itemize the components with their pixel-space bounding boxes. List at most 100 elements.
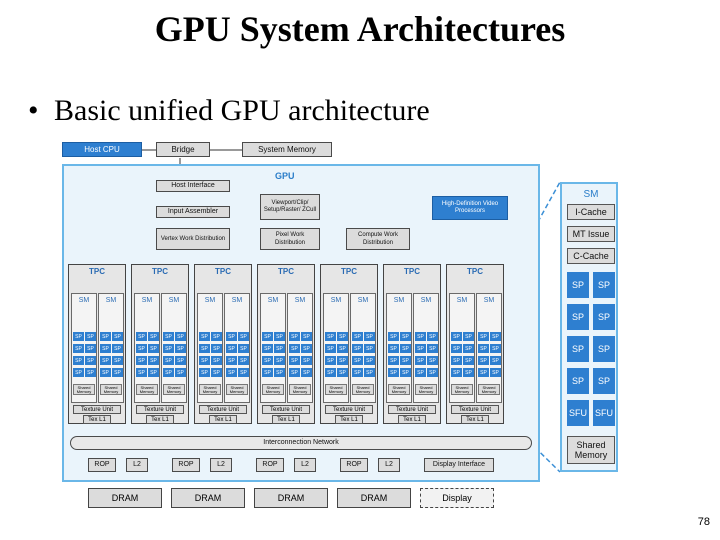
sm-detail-title: SM [583,188,599,200]
sp-core: SP [451,344,462,353]
sp-core: SP [148,344,159,353]
sp-core: SP [136,332,147,341]
sm-label: SM [330,296,342,304]
sp-core: SP [199,344,210,353]
sp-core: SP [112,368,123,377]
sp-core: SP [226,356,237,365]
sm-shared-memory: Shared Memory [325,384,347,395]
sp-core: SP [289,356,300,365]
sm-shared-memory: Shared Memory [451,384,473,395]
sm-label: SM [456,296,468,304]
sp-core: SP [325,356,336,365]
sm-label: SM [420,296,432,304]
sp-core: SP [301,332,312,341]
sp-core: SP [238,368,249,377]
sm-label: SM [204,296,216,304]
sp-core: SP [490,332,501,341]
sp-core: SP [301,356,312,365]
sp-core: SP [136,344,147,353]
mt-issue-box: MT Issue [567,226,615,242]
dram-box: DRAM [88,488,162,508]
rop-box: ROP [340,458,368,472]
sp-core: SP [325,332,336,341]
sm-label: SM [78,296,90,304]
sp-core: SP [226,344,237,353]
sp-core: SP [238,356,249,365]
sp-core: SP [427,356,438,365]
sp-core: SP [148,368,159,377]
sm-shared-memory: Shared Memory [262,384,284,395]
sm-detail-sp: SP [593,272,615,298]
display-interface-box: Display Interface [424,458,494,472]
sm-shared-memory: Shared Memory [163,384,185,395]
rop-box: ROP [172,458,200,472]
sp-core: SP [388,356,399,365]
sm-detail-sp: SP [567,272,589,298]
interconnection-network: Interconnection Network [70,436,532,450]
sp-core: SP [289,344,300,353]
hd-video-processors-box: High-Definition Video Processors [432,196,508,220]
sm-shared-memory: Shared Memory [136,384,158,395]
system-memory-box: System Memory [242,142,332,157]
sp-core: SP [112,332,123,341]
sp-core: SP [415,368,426,377]
sm-label: SM [294,296,306,304]
l2-box: L2 [378,458,400,472]
sp-core: SP [211,344,222,353]
vertex-work-distribution-box: Vertex Work Distribution [156,228,230,250]
tpc-label: TPC [215,266,231,276]
gpu-architecture-diagram: Host CPU Bridge System Memory GPU Host I… [60,138,618,520]
host-cpu-box: Host CPU [62,142,142,157]
sp-core: SP [73,344,84,353]
sp-core: SP [301,344,312,353]
texture-unit: Texture Unit [325,405,373,414]
sm-label: SM [168,296,180,304]
sp-core: SP [427,368,438,377]
tpc-label: TPC [278,266,294,276]
dram-box: DRAM [337,488,411,508]
sp-core: SP [199,356,210,365]
sp-core: SP [136,356,147,365]
sp-core: SP [211,356,222,365]
texture-unit: Texture Unit [73,405,121,414]
sp-core: SP [400,344,411,353]
sm-shared-memory: Shared Memory [100,384,122,395]
bullet-item: •Basic unified GPU architecture [28,94,430,128]
sm-detail-sfu: SFU [593,400,615,426]
sp-core: SP [451,332,462,341]
sp-core: SP [73,368,84,377]
sp-core: SP [73,356,84,365]
sp-core: SP [364,332,375,341]
sp-core: SP [100,356,111,365]
sp-core: SP [388,344,399,353]
sp-core: SP [163,356,174,365]
sm-label: SM [483,296,495,304]
sp-core: SP [148,356,159,365]
sp-core: SP [289,368,300,377]
sp-core: SP [352,332,363,341]
sm-label: SM [231,296,243,304]
bridge-box: Bridge [156,142,210,157]
sp-core: SP [400,332,411,341]
sp-core: SP [289,332,300,341]
sm-detail-sp: SP [593,368,615,394]
sp-core: SP [175,368,186,377]
sm-shared-memory: Shared Memory [352,384,374,395]
slide-title: GPU System Architectures [154,9,566,49]
display-box: Display [420,488,494,508]
texture-unit: Texture Unit [388,405,436,414]
sp-core: SP [100,344,111,353]
l2-box: L2 [126,458,148,472]
sp-core: SP [262,344,273,353]
sp-core: SP [262,368,273,377]
compute-work-distribution-box: Compute Work Distribution [346,228,410,250]
dram-box: DRAM [254,488,328,508]
sm-shared-memory: Shared Memory [226,384,248,395]
tex-l1: Tex L1 [146,415,174,424]
